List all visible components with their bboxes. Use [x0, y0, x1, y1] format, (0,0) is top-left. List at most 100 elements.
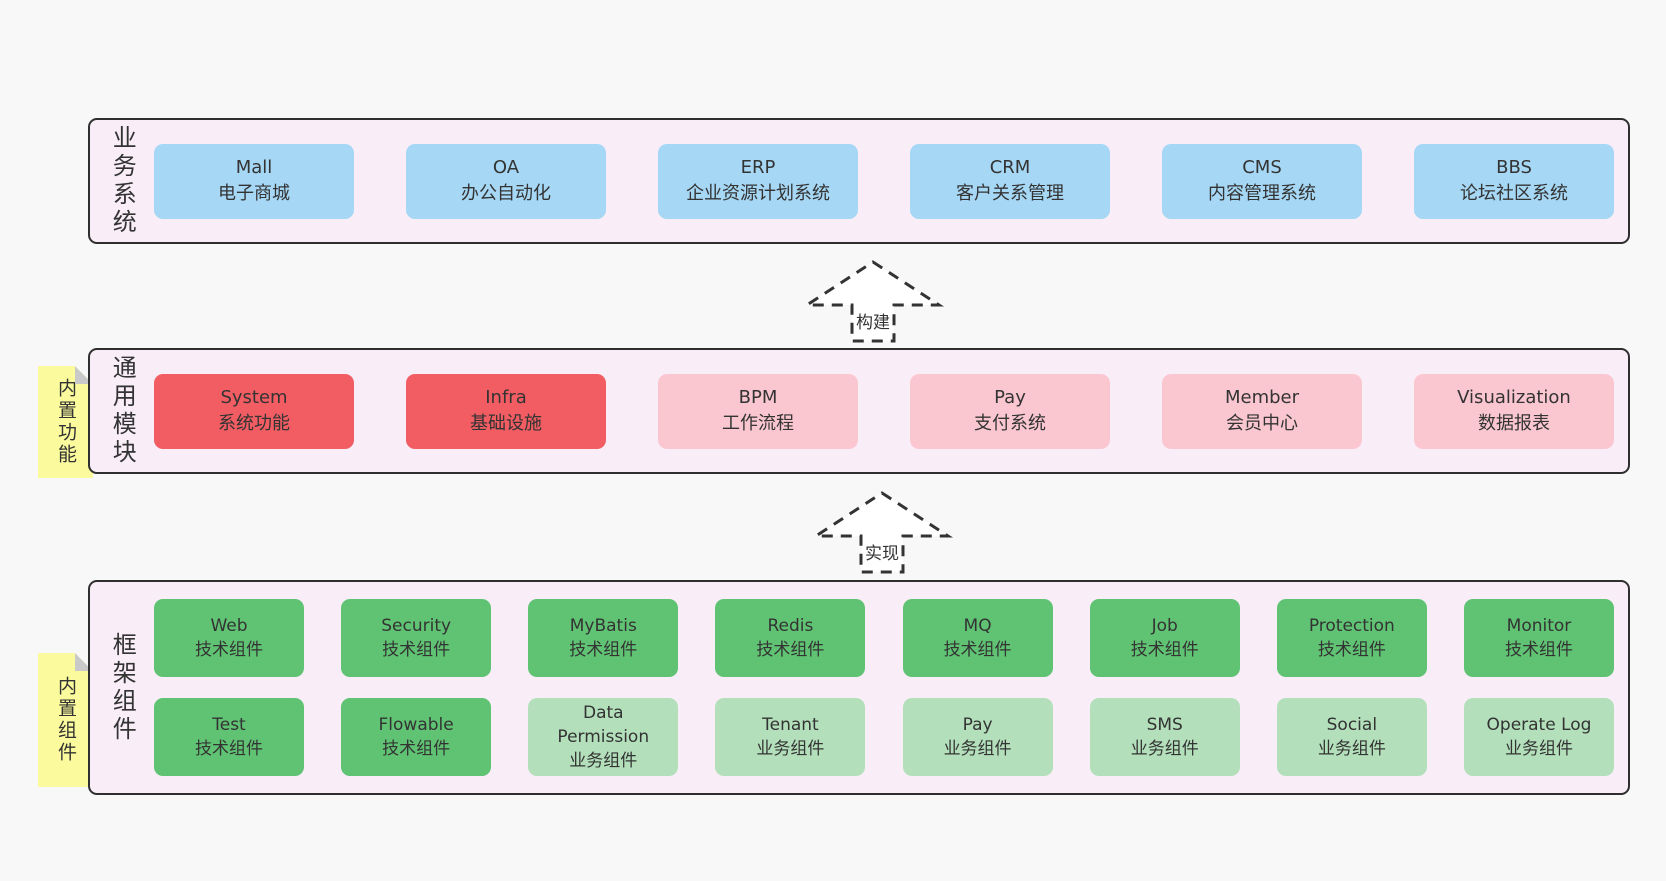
module-box-cms: CMS 内容管理系统 — [1162, 143, 1362, 219]
module-name: Data Permission — [557, 702, 650, 747]
module-box-web: Web 技术组件 — [154, 599, 304, 677]
module-subtitle: 客户关系管理 — [956, 183, 1064, 204]
module-subtitle: 技术组件 — [1504, 640, 1573, 660]
band-rows: System 系统功能 Infra 基础设施 BPM 工作流程 Pay 支付系统 Member 会… — [154, 350, 1628, 472]
common-modules-row: System 系统功能 Infra 基础设施 BPM 工作流程 Pay 支付系统 Member 会… — [154, 373, 1614, 449]
module-name: Test — [212, 714, 246, 735]
module-subtitle: 技术组件 — [382, 640, 451, 660]
module-box-system: System 系统功能 — [154, 373, 354, 449]
module-box-redis: Redis 技术组件 — [715, 599, 866, 677]
module-name: Pay — [962, 714, 993, 735]
sticky-note-builtin-features: 内置功能 — [38, 366, 93, 478]
module-name: SMS — [1146, 714, 1183, 735]
arrow-label: 实现 — [865, 544, 899, 564]
module-name: Monitor — [1506, 615, 1572, 636]
module-name: Mall — [235, 157, 273, 179]
module-name: Protection — [1308, 615, 1395, 636]
implement-arrow-icon: 实现 — [810, 489, 954, 575]
module-name: ERP — [740, 157, 776, 179]
module-box-infra: Infra 基础设施 — [406, 373, 606, 449]
module-name: Social — [1326, 714, 1378, 735]
module-box-mall: Mall 电子商城 — [154, 143, 354, 219]
module-subtitle: 业务组件 — [1504, 739, 1573, 759]
dashed-up-arrow-shape — [801, 260, 945, 343]
module-subtitle: 业务组件 — [756, 739, 825, 759]
module-subtitle: 支付系统 — [974, 413, 1046, 434]
module-name: Web — [210, 615, 248, 636]
module-subtitle: 业务组件 — [1130, 739, 1199, 759]
module-subtitle: 工作流程 — [722, 413, 794, 434]
module-subtitle: 业务组件 — [943, 739, 1012, 759]
module-name: Tenant — [762, 714, 819, 735]
module-name: BBS — [1496, 157, 1532, 179]
module-name: CRM — [989, 157, 1031, 179]
module-box-test: Test 技术组件 — [154, 698, 304, 776]
module-box-member: Member 会员中心 — [1162, 373, 1362, 449]
band-business-systems: 业务系统 Mall 电子商城 OA 办公自动化 ERP 企业资源计划系统 CRM 客户关系管理… — [88, 118, 1630, 244]
module-subtitle: 内容管理系统 — [1208, 183, 1316, 204]
module-subtitle: 系统功能 — [218, 413, 290, 434]
business-systems-row: Mall 电子商城 OA 办公自动化 ERP 企业资源计划系统 CRM 客户关系管理 CMS 内容… — [154, 143, 1614, 219]
module-name: OA — [492, 157, 520, 179]
module-name: BPM — [738, 387, 778, 409]
module-subtitle: 会员中心 — [1226, 413, 1298, 434]
band-label-column: 框架组件 — [90, 582, 154, 793]
module-box-crm: CRM 客户关系管理 — [910, 143, 1110, 219]
module-name: Operate Log — [1486, 714, 1592, 735]
module-name: Security — [381, 615, 452, 636]
sticky-text: 内置组件 — [54, 676, 77, 764]
module-box-bpm: BPM 工作流程 — [658, 373, 858, 449]
band-label-column: 业务系统 — [90, 120, 154, 242]
module-subtitle: 技术组件 — [382, 739, 451, 759]
band-title: 通用模块 — [108, 355, 137, 467]
module-box-operate-log: Operate Log 业务组件 — [1463, 698, 1614, 776]
module-box-security: Security 技术组件 — [341, 599, 492, 677]
module-name: Redis — [767, 615, 814, 636]
arrow-label: 构建 — [856, 313, 890, 333]
module-name: MyBatis — [569, 615, 637, 636]
module-box-tenant: Tenant 业务组件 — [715, 698, 866, 776]
module-box-monitor: Monitor 技术组件 — [1463, 599, 1614, 677]
module-name: Visualization — [1457, 387, 1571, 409]
module-subtitle: 办公自动化 — [461, 183, 551, 204]
module-subtitle: 论坛社区系统 — [1460, 183, 1568, 204]
module-name: Pay — [994, 387, 1026, 409]
module-subtitle: 技术组件 — [943, 640, 1012, 660]
module-subtitle: 企业资源计划系统 — [686, 183, 830, 204]
module-subtitle: 业务组件 — [569, 751, 638, 772]
module-subtitle: 技术组件 — [1130, 640, 1199, 660]
module-subtitle: 基础设施 — [470, 413, 542, 434]
module-box-pay: Pay 支付系统 — [910, 373, 1110, 449]
module-box-erp: ERP 企业资源计划系统 — [658, 143, 858, 219]
module-name: Member — [1224, 387, 1300, 409]
module-subtitle: 技术组件 — [569, 640, 638, 660]
module-box-mq: MQ 技术组件 — [902, 599, 1053, 677]
dashed-up-arrow-shape — [810, 491, 954, 574]
module-subtitle: 数据报表 — [1478, 413, 1550, 434]
module-name: System — [220, 387, 288, 409]
module-name: Infra — [485, 387, 527, 409]
module-subtitle: 技术组件 — [756, 640, 825, 660]
module-box-mybatis: MyBatis 技术组件 — [528, 599, 679, 677]
module-box-oa: OA 办公自动化 — [406, 143, 606, 219]
sticky-note-builtin-components: 内置组件 — [38, 653, 93, 787]
module-subtitle: 技术组件 — [195, 739, 263, 759]
module-subtitle: 电子商城 — [218, 183, 290, 204]
build-arrow-icon: 构建 — [801, 258, 945, 344]
module-name: MQ — [963, 615, 992, 636]
module-box-bbs: BBS 论坛社区系统 — [1414, 143, 1614, 219]
module-box-data-permission: Data Permission 业务组件 — [528, 698, 679, 776]
band-title: 业务系统 — [108, 125, 137, 237]
module-box-pay: Pay 业务组件 — [902, 698, 1053, 776]
module-subtitle: 技术组件 — [195, 640, 263, 660]
module-name: CMS — [1242, 157, 1282, 179]
band-label-column: 通用模块 — [90, 350, 154, 472]
